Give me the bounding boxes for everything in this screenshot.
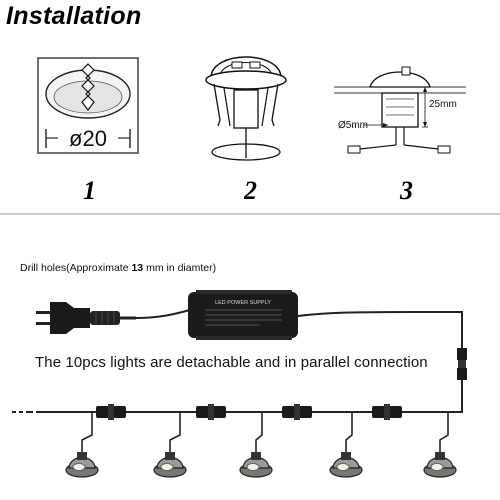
installed-light-icon [369, 71, 431, 88]
drill-note: Drill holes(Approximate 13 mm in diamter… [20, 262, 217, 274]
deck-light-icon [423, 452, 457, 478]
drill-bit-icon [81, 63, 95, 111]
step2-illustration [205, 56, 287, 161]
step-number-3: 3 [400, 176, 413, 205]
step1-illustration: ø20 [37, 57, 139, 154]
wiring-diagram: LED POWER SUPPLY [12, 290, 467, 478]
power-supply-icon: LED POWER SUPPLY [188, 290, 298, 340]
page-title: Installation [6, 2, 142, 30]
bus-connector-icon [282, 404, 312, 420]
connector-icon [347, 145, 361, 154]
bus-connector-icon [196, 404, 226, 420]
deck-light-icon [239, 452, 273, 478]
bus-connector-icon [96, 404, 126, 420]
inline-connector-icon [457, 348, 467, 380]
parallel-connection-caption: The 10pcs lights are detachable and in p… [35, 354, 428, 371]
connector-icon [437, 145, 451, 154]
section-divider [0, 213, 500, 215]
bus-connector-icon [372, 404, 402, 420]
step3-illustration: 25mm Ø5mm [334, 66, 466, 154]
deck-light-icon [329, 452, 363, 478]
deck-light-icon [153, 452, 187, 478]
step-number-1: 1 [83, 176, 96, 205]
power-supply-label: LED POWER SUPPLY [215, 300, 271, 306]
deck-light-icon [65, 452, 99, 478]
power-plug-icon [36, 302, 136, 334]
cable-diameter-label: Ø5mm [338, 120, 368, 131]
step-number-2: 2 [244, 176, 257, 205]
depth-label: 25mm [429, 99, 457, 110]
diameter-label: ø20 [69, 126, 107, 151]
